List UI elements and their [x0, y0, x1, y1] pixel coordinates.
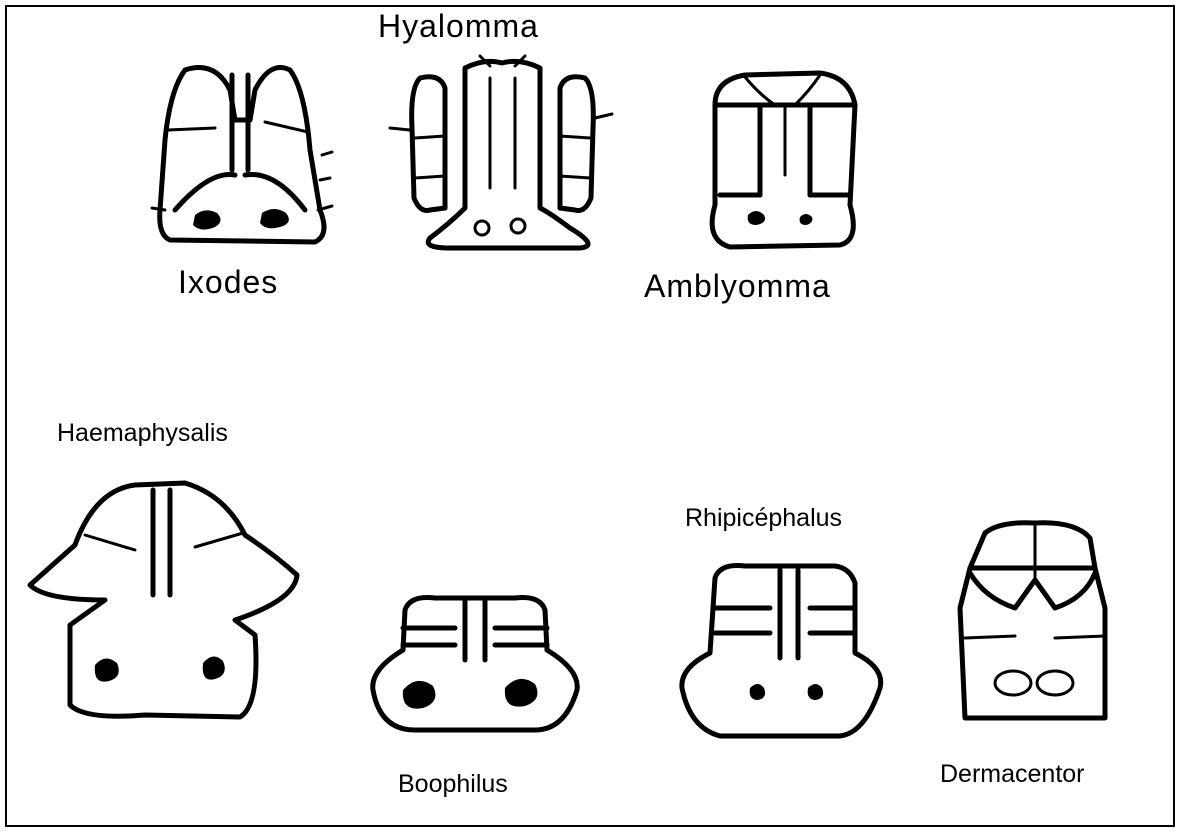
haemaphysalis-capitulum-drawing	[25, 475, 305, 735]
label-rhipicephalus: Rhipicéphalus	[685, 506, 842, 531]
label-dermacentor: Dermacentor	[940, 762, 1085, 787]
ixodes-capitulum-drawing	[140, 60, 340, 260]
hyalomma-capitulum-drawing	[390, 48, 615, 263]
dermacentor-capitulum-drawing	[955, 518, 1115, 733]
label-ixodes: Ixodes	[178, 266, 278, 298]
rhipicephalus-capitulum-drawing	[670, 558, 890, 748]
boophilus-capitulum-drawing	[365, 590, 585, 740]
amblyomma-capitulum-drawing	[700, 65, 865, 265]
label-hyalomma: Hyalomma	[378, 10, 539, 42]
label-haemaphysalis: Haemaphysalis	[57, 421, 228, 446]
label-amblyomma: Amblyomma	[644, 270, 831, 302]
label-boophilus: Boophilus	[398, 772, 508, 797]
